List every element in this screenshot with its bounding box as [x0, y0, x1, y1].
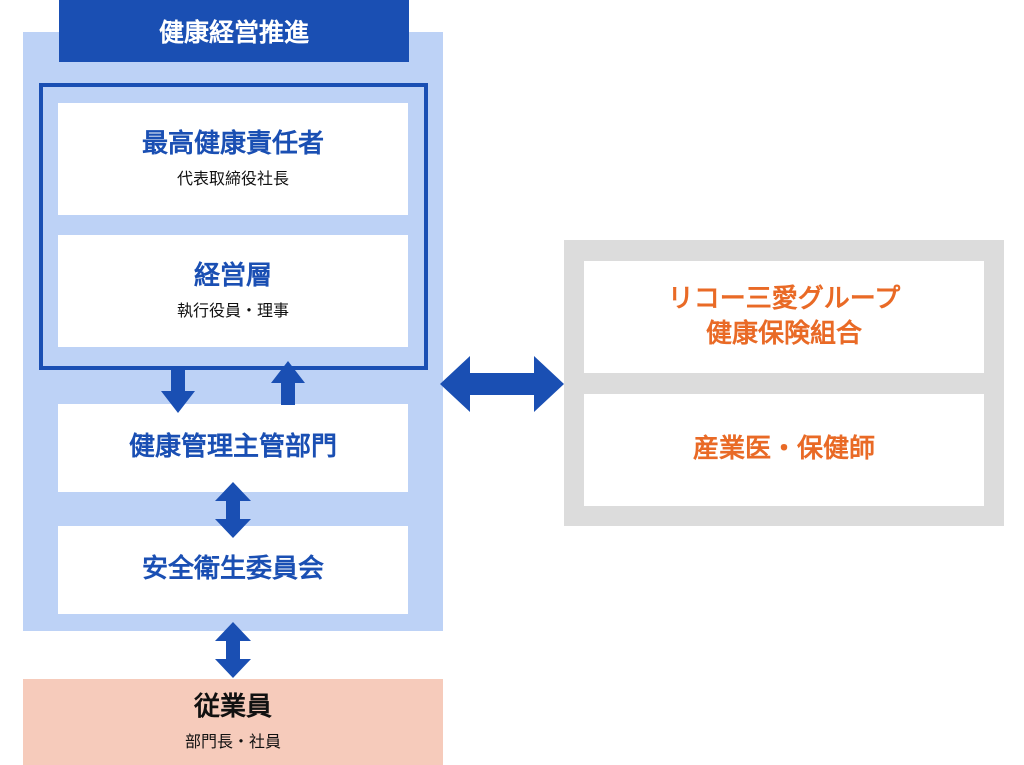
management-subtitle: 執行役員・理事: [176, 300, 289, 320]
up-arrow-icon: [271, 361, 305, 405]
medical-staff-title: 産業医・保健師: [692, 434, 875, 465]
employees-subtitle: 部門長・社員: [184, 731, 281, 751]
top-officer-title: 最高健康責任者: [141, 129, 324, 160]
health-dept-title: 健康管理主管部門: [128, 432, 337, 463]
health-insurance-box: リコー三愛グループ 健康保険組合: [584, 261, 984, 373]
safety-committee-box: 安全衛生委員会: [58, 526, 408, 614]
safety-committee-title: 安全衛生委員会: [141, 554, 324, 585]
down-arrow-icon: [161, 369, 195, 413]
health-insurance-name-line2: 健康保険組合: [705, 319, 862, 349]
horizontal-double-arrow-icon: [440, 356, 564, 412]
health-insurance-name-line1: リコー三愛グループ: [667, 283, 901, 314]
management-box: 経営層 執行役員・理事: [58, 235, 408, 347]
health-promotion-header: 健康経営推進: [59, 0, 409, 62]
top-officer-box: 最高健康責任者 代表取締役社長: [58, 103, 408, 215]
employees-box: 従業員 部門長・社員: [23, 679, 443, 765]
committee-employees-double-arrow-icon: [215, 622, 251, 678]
medical-staff-box: 産業医・保健師: [584, 394, 984, 506]
dept-committee-double-arrow-icon: [215, 482, 251, 538]
management-group-frame: [39, 83, 428, 370]
top-officer-subtitle: 代表取締役社長: [176, 168, 289, 188]
health-dept-box: 健康管理主管部門: [58, 404, 408, 492]
management-title: 経営層: [193, 261, 272, 292]
employees-title: 従業員: [193, 692, 272, 723]
